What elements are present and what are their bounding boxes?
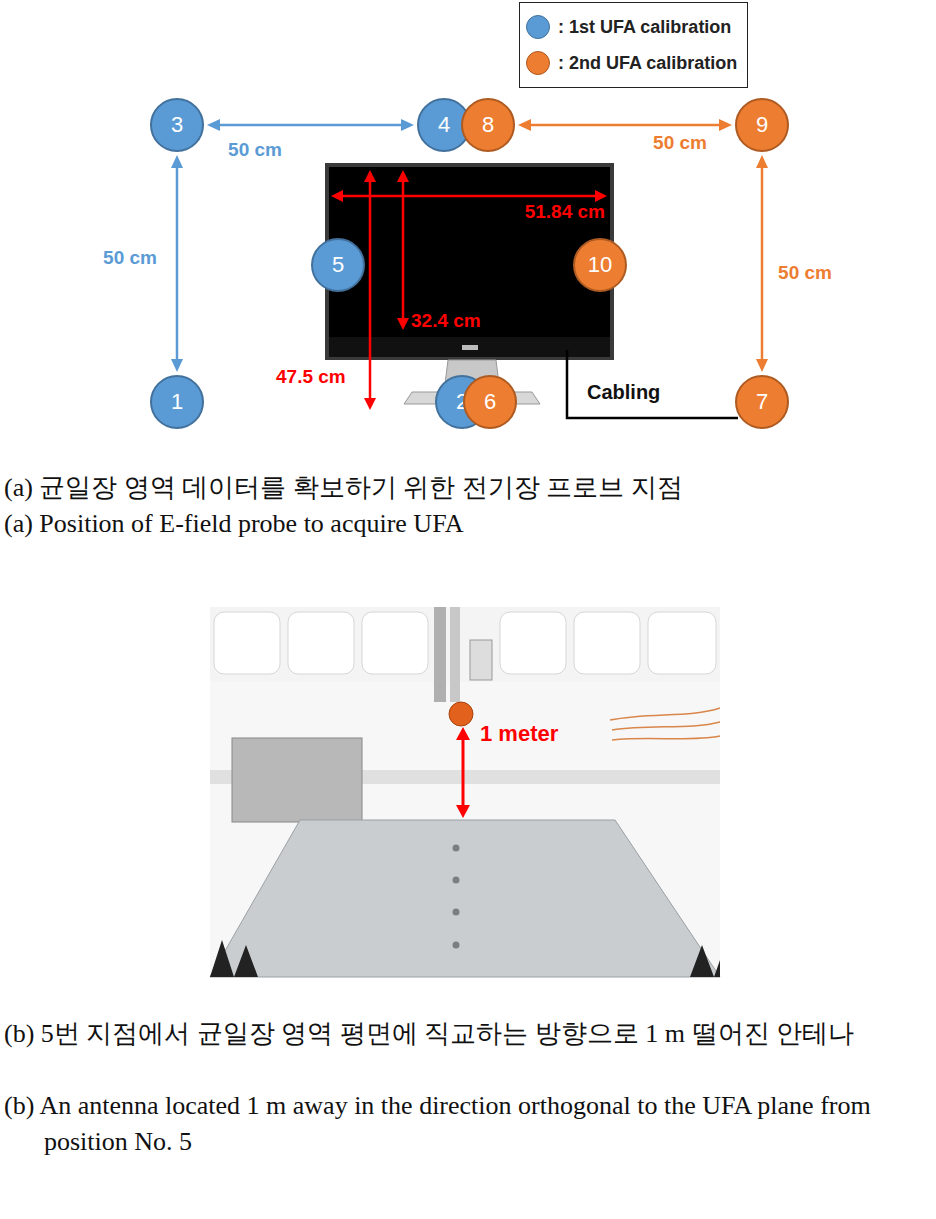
mast-clamp <box>470 640 492 680</box>
floor <box>210 682 720 977</box>
distance-connector <box>176 165 179 362</box>
position-number: 4 <box>438 114 450 136</box>
probe-mast <box>434 607 446 702</box>
arrow-head <box>456 727 470 740</box>
position-number: 1 <box>171 391 183 413</box>
distance-connector <box>217 124 404 127</box>
foam-panel <box>214 612 280 674</box>
distance-label: 50 cm <box>226 139 284 161</box>
position-number: 5 <box>332 254 344 276</box>
horn-antenna <box>210 820 720 977</box>
arrow-head <box>756 155 768 168</box>
probe-position-circle: 8 <box>461 98 515 152</box>
arrow-head <box>207 119 220 131</box>
distance-arrow <box>462 736 465 808</box>
arrow-head <box>456 805 470 818</box>
dimension-label: 51.84 cm <box>480 201 605 223</box>
caption-english: (a) Position of E-field probe to acquire… <box>4 506 932 542</box>
caption-korean: (b) 5번 지점에서 균일장 영역 평면에 직교하는 방향으로 1 m 떨어진… <box>4 1016 924 1052</box>
position-number: 7 <box>756 391 768 413</box>
absorber-cone <box>210 940 258 977</box>
cabling-line <box>567 350 738 418</box>
foam-panel <box>362 612 428 674</box>
cable <box>612 736 720 740</box>
monitor-logo <box>462 345 478 350</box>
equipment-box <box>232 738 362 822</box>
cable <box>612 722 720 730</box>
legend-box: : 1st UFA calibration : 2nd UFA calibrati… <box>519 2 748 88</box>
rivet <box>453 942 460 949</box>
position-number: 10 <box>588 254 612 276</box>
monitor-bezel <box>325 163 614 360</box>
probe-mast <box>450 607 460 702</box>
e-field-probe <box>449 702 473 726</box>
rivet <box>453 909 460 916</box>
legend-swatch <box>526 15 550 39</box>
position-number: 6 <box>484 391 496 413</box>
probe-position-circle: 9 <box>735 98 789 152</box>
legend-entry: : 1st UFA calibration <box>526 9 737 45</box>
probe-position-circle: 1 <box>150 375 204 429</box>
dimension-label: 32.4 cm <box>411 310 481 332</box>
probe-position-circle: 6 <box>463 375 517 429</box>
caption-english: (b) An antenna located 1 m away in the d… <box>4 1088 924 1160</box>
arrow-head <box>401 119 414 131</box>
distance-label: 50 cm <box>776 262 834 284</box>
legend-swatch <box>526 51 550 75</box>
legend-text: : 1st UFA calibration <box>558 17 731 38</box>
distance-connector <box>761 165 764 362</box>
rivet <box>453 877 460 884</box>
probe-position-circle: 10 <box>573 238 627 292</box>
foam-panel <box>500 612 566 674</box>
distance-label: 50 cm <box>101 247 159 269</box>
foam-panel <box>574 612 640 674</box>
probe-position-circle: 5 <box>311 238 365 292</box>
caption-korean: (a) 균일장 영역 데이터를 확보하기 위한 전기장 프로브 지점 <box>4 470 932 506</box>
position-number: 3 <box>171 114 183 136</box>
distance-label: 50 cm <box>651 132 709 154</box>
distance-label: 1 meter <box>480 721 558 747</box>
absorber-cone <box>690 945 720 977</box>
arrow-head <box>719 119 732 131</box>
foam-panel <box>288 612 354 674</box>
legend-entry: : 2nd UFA calibration <box>526 45 737 81</box>
position-number: 8 <box>482 114 494 136</box>
dimension-label: 47.5 cm <box>276 366 346 388</box>
arrow-head <box>756 359 768 372</box>
arrow-head <box>518 119 531 131</box>
arrow-head <box>171 155 183 168</box>
connector-layer <box>0 0 936 440</box>
photo <box>210 607 720 977</box>
legend-text: : 2nd UFA calibration <box>558 53 737 74</box>
probe-position-circle: 3 <box>150 98 204 152</box>
cabling-label: Cabling <box>587 381 660 404</box>
distance-connector <box>528 124 722 127</box>
dimension-arrows <box>331 170 607 410</box>
cable <box>610 708 720 720</box>
photo-ground <box>210 607 720 977</box>
arrow-head <box>171 359 183 372</box>
absorber-wall <box>210 607 720 682</box>
probe-position-circle: 7 <box>735 375 789 429</box>
rivet <box>453 845 460 852</box>
position-number: 9 <box>756 114 768 136</box>
foam-panel <box>648 612 716 674</box>
